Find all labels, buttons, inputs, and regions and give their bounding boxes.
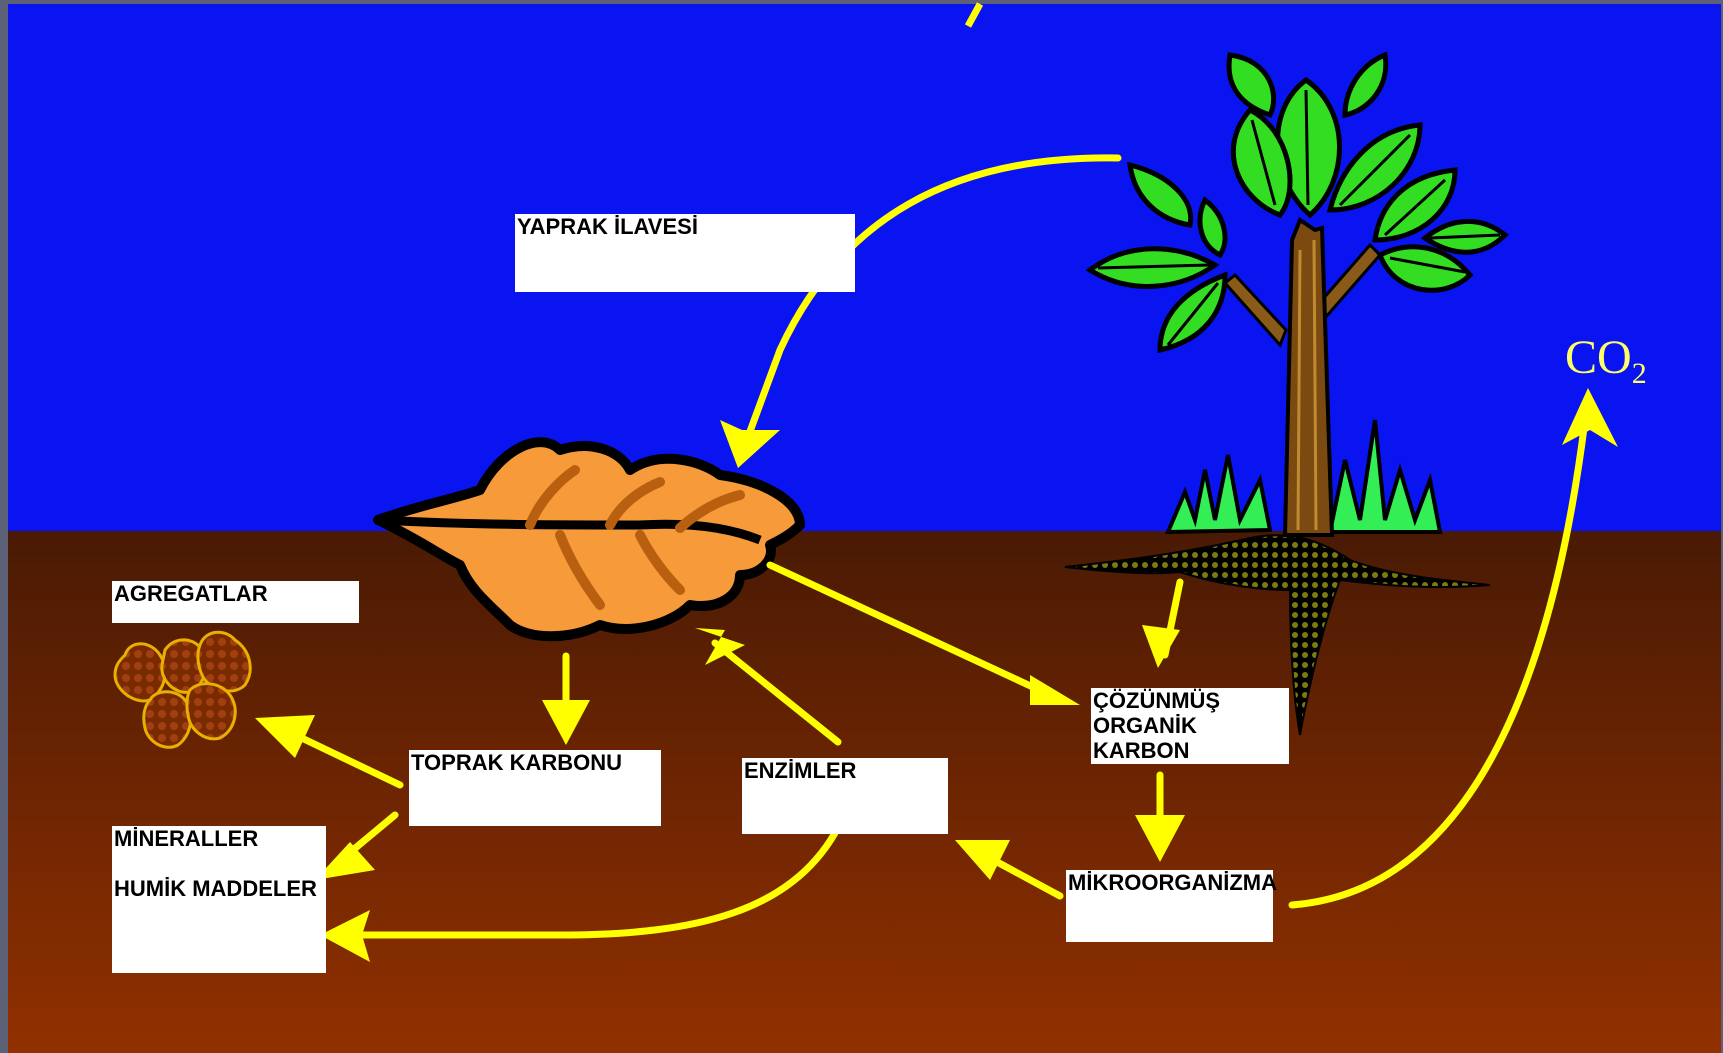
mikroorganizma-text: MİKROORGANİZMA — [1068, 870, 1277, 895]
agregatlar-text: AGREGATLAR — [114, 581, 268, 606]
co2-label: CO2 — [1565, 330, 1647, 391]
arrow-heads — [255, 388, 1618, 962]
arrow-toprak-to-agregatlar — [281, 726, 404, 789]
arrow-tree-to-leaf — [741, 154, 1122, 449]
label-mikroorganizma: MİKROORGANİZMA — [1066, 870, 1277, 942]
label-mineraller-humik: MİNERALLER HUMİK MADDELER — [112, 826, 326, 973]
arrow-leaf-to-cozunmus — [766, 561, 1054, 699]
yaprak-ilavesi-text: YAPRAK İLAVESİ — [517, 214, 698, 239]
humik-maddeler-text: HUMİK MADDELER — [114, 876, 317, 901]
co2-main: CO — [1565, 331, 1632, 384]
flow-arrows — [281, 154, 1589, 939]
co2-subscript: 2 — [1631, 357, 1647, 390]
fallen-leaf-icon — [373, 437, 805, 642]
aggregate-clumps-icon — [113, 630, 252, 749]
enzimler-text: ENZİMLER — [744, 758, 857, 783]
label-agregatlar: AGREGATLAR — [112, 581, 359, 623]
label-enzimler: ENZİMLER — [742, 758, 948, 834]
organik-karbon-text: ORGANİK KARBON — [1093, 713, 1197, 763]
cozunmus-text: ÇÖZÜNMÜŞ — [1093, 688, 1221, 713]
arrow-enzimler-to-humik — [346, 829, 839, 939]
arrow-mikro-to-co2 — [1288, 416, 1589, 909]
tree-icon — [1064, 51, 1509, 736]
label-toprak-karbonu: TOPRAK KARBONU — [409, 750, 661, 826]
label-yaprak-ilavesi: YAPRAK İLAVESİ — [515, 214, 855, 292]
toprak-karbonu-text: TOPRAK KARBONU — [411, 750, 623, 775]
label-cozunmus-organik-karbon: ÇÖZÜNMÜŞ ORGANİK KARBON — [1091, 688, 1289, 764]
mineraller-text: MİNERALLER — [114, 826, 259, 851]
sun-arrow-tail — [964, 2, 984, 28]
arrow-enzimler-to-leaf — [711, 639, 842, 746]
